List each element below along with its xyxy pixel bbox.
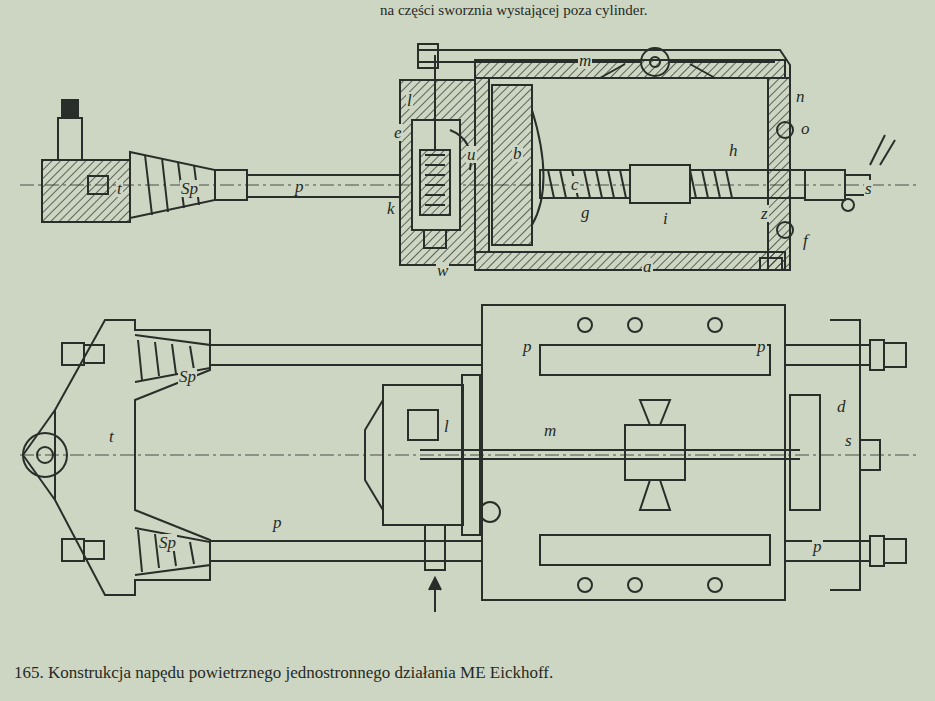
part-letter: d xyxy=(836,398,847,415)
part-letter: b xyxy=(512,145,523,162)
part-letter: u xyxy=(466,146,477,163)
figure-caption: 165. Konstrukcja napędu powietrznego jed… xyxy=(14,664,553,683)
part-letter: Sp xyxy=(178,368,197,385)
part-letter: w xyxy=(436,262,449,279)
part-letter: Sp xyxy=(180,180,199,197)
part-letter: t xyxy=(108,428,115,445)
part-letter: l xyxy=(443,418,450,435)
part-letter: s xyxy=(864,180,873,197)
part-letter: k xyxy=(386,200,396,217)
part-letter: p xyxy=(756,338,767,355)
part-letter: p xyxy=(294,178,305,195)
part-letter: h xyxy=(728,142,739,159)
body-text: na części sworznia wystającej poza cylin… xyxy=(380,2,647,19)
part-letter: p xyxy=(522,338,533,355)
part-letter: i xyxy=(662,210,669,227)
part-letter: Sp xyxy=(158,534,177,551)
part-letter: a xyxy=(642,258,653,275)
part-letter: s xyxy=(844,432,853,449)
part-letter: z xyxy=(760,205,769,222)
part-letter: p xyxy=(812,538,823,555)
part-letter: o xyxy=(800,120,811,137)
part-letter: l xyxy=(406,92,413,109)
part-letter: e xyxy=(393,124,403,141)
part-letter: m xyxy=(543,422,557,439)
part-letter: t xyxy=(116,180,123,197)
part-letter: c xyxy=(570,176,580,193)
part-letter: p xyxy=(272,514,283,531)
part-letter: n xyxy=(795,88,806,105)
part-letter: m xyxy=(578,52,592,69)
part-letter: f xyxy=(802,232,809,249)
part-letter: g xyxy=(580,204,591,221)
